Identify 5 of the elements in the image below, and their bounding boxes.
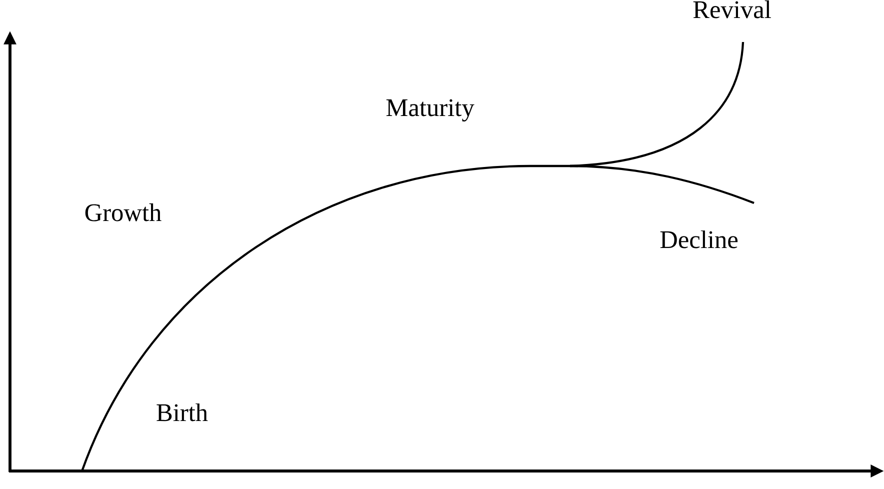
stage-label: Decline <box>660 230 738 248</box>
stage-label: Birth <box>156 403 208 422</box>
stage-label: Maturity <box>386 99 474 122</box>
stage-label: Revival <box>693 0 771 18</box>
stage-label: Growth <box>85 203 162 222</box>
